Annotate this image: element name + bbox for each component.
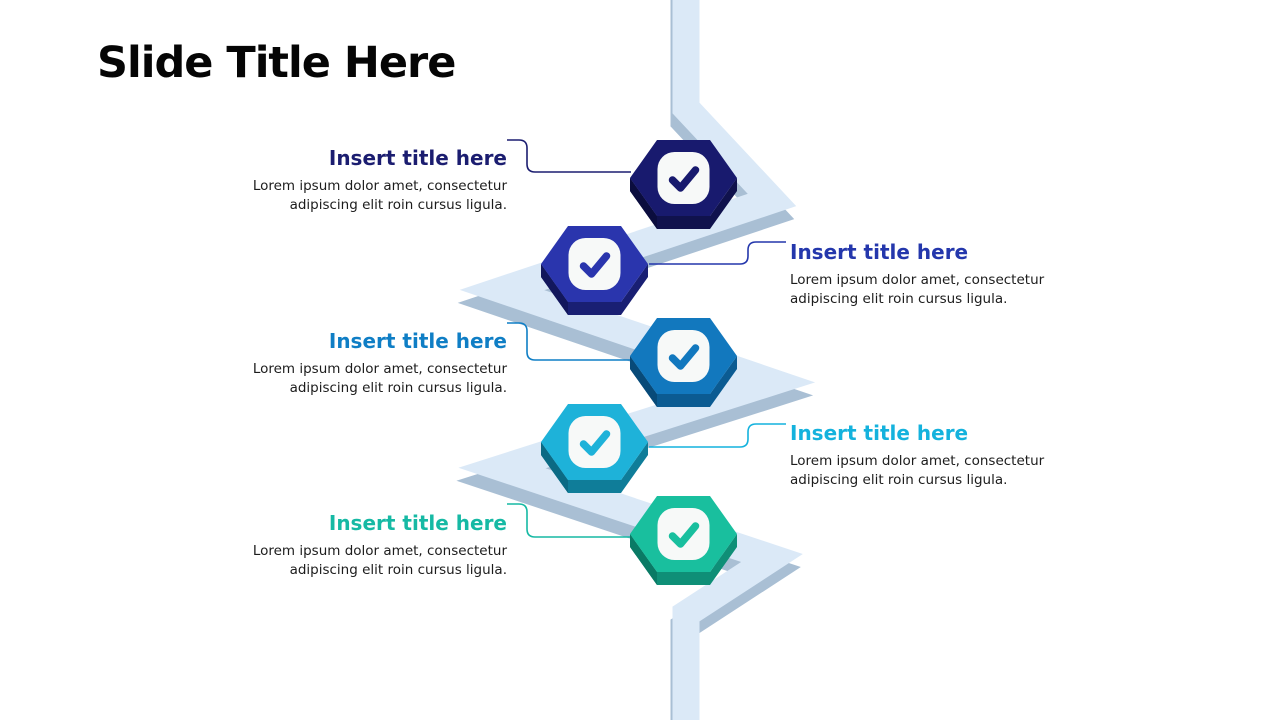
hexagon-side-face-dark (541, 264, 568, 315)
item-5-title: Insert title here (328, 511, 507, 535)
check-icon (579, 252, 611, 278)
hexagon-side-face-dark (630, 534, 657, 585)
item-5-textblock[interactable]: Insert title here Lorem ipsum dolor amet… (215, 511, 507, 579)
hexagon-side-face-dark (630, 356, 657, 407)
hexagon-node-3[interactable] (630, 318, 737, 407)
item-2-title: Insert title here (790, 240, 969, 264)
item-1-body: Lorem ipsum dolor amet, consectetur adip… (252, 178, 507, 213)
hexagon-node-4[interactable] (541, 404, 648, 493)
check-icon (579, 430, 611, 456)
hexagon-node-1[interactable] (630, 140, 737, 229)
item-1-title: Insert title here (328, 146, 507, 170)
check-badge (568, 416, 621, 468)
check-icon (668, 166, 700, 192)
connector-line-4 (649, 423, 786, 448)
connector-line-2 (649, 241, 786, 265)
ribbon-band (458, 0, 816, 720)
check-badge (657, 508, 710, 560)
item-4-title: Insert title here (790, 421, 969, 445)
check-badge (568, 238, 621, 290)
connector-line-3 (507, 322, 631, 361)
item-3-textblock[interactable]: Insert title here Lorem ipsum dolor amet… (215, 329, 507, 397)
item-1-textblock[interactable]: Insert title here Lorem ipsum dolor amet… (215, 146, 507, 214)
item-5-body: Lorem ipsum dolor amet, consectetur adip… (252, 543, 507, 578)
check-badge (657, 152, 710, 204)
check-icon (668, 522, 700, 548)
hexagon-node-5[interactable] (630, 496, 737, 585)
item-3-title: Insert title here (328, 329, 507, 353)
item-4-textblock[interactable]: Insert title here Lorem ipsum dolor amet… (790, 421, 1082, 489)
item-4-body: Lorem ipsum dolor amet, consectetur adip… (790, 453, 1045, 488)
item-2-textblock[interactable]: Insert title here Lorem ipsum dolor amet… (790, 240, 1082, 308)
check-badge (657, 330, 710, 382)
item-2-body: Lorem ipsum dolor amet, consectetur adip… (790, 272, 1045, 307)
check-icon (668, 344, 700, 370)
slide-title[interactable]: Slide Title Here (97, 38, 456, 88)
hexagon-node-2[interactable] (541, 226, 648, 315)
connector-line-5 (507, 503, 631, 538)
connector-line-1 (507, 139, 631, 173)
item-3-body: Lorem ipsum dolor amet, consectetur adip… (252, 361, 507, 396)
hexagon-side-face-dark (541, 442, 568, 493)
hexagon-side-face-dark (630, 178, 657, 229)
